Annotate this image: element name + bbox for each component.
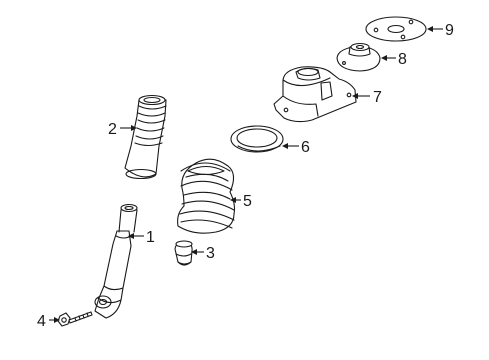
leader-9 [427, 26, 443, 32]
leader-7 [352, 93, 370, 99]
part-7-strut-mount[interactable] [273, 66, 357, 123]
leader-5 [230, 197, 241, 203]
part-6-spring-seat-ring[interactable] [230, 125, 284, 153]
callout-4[interactable]: 4 [37, 313, 46, 330]
leader-4 [49, 317, 60, 323]
callout-6[interactable]: 6 [301, 139, 310, 156]
part-3-bump-stop[interactable] [174, 240, 193, 266]
callout-1[interactable]: 1 [146, 229, 155, 246]
part-5-coil-spring[interactable] [177, 158, 236, 234]
callout-2[interactable]: 2 [108, 121, 117, 138]
part-8-bearing-cap[interactable] [336, 42, 381, 72]
part-2-dust-boot[interactable] [124, 94, 167, 180]
part-4-bolt[interactable] [57, 311, 93, 327]
callout-7[interactable]: 7 [373, 89, 382, 106]
callout-9[interactable]: 9 [445, 22, 454, 39]
callout-5[interactable]: 5 [243, 193, 252, 210]
part-1-shock-absorber[interactable] [94, 203, 138, 319]
leader-3 [191, 249, 204, 255]
callout-3[interactable]: 3 [206, 245, 215, 262]
part-9-mount-washer[interactable] [365, 16, 427, 42]
leader-8 [381, 55, 396, 61]
callout-8[interactable]: 8 [398, 51, 407, 68]
leader-6 [282, 143, 299, 149]
leader-1 [128, 233, 144, 239]
leader-2 [120, 125, 137, 131]
